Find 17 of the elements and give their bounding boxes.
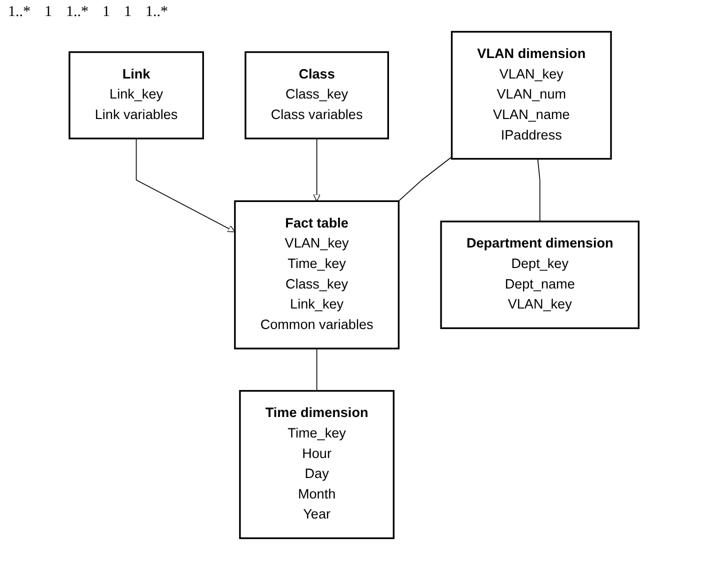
node-box: VLAN dimension VLAN_key VLAN_num VLAN_name IPaddress [451, 30, 612, 160]
node-box: Department dimension Dept_key Dept_name VLAN_key [440, 220, 640, 330]
multiplicity-label: 1..* [66, 4, 88, 21]
connector [398, 156, 453, 202]
arrow [314, 138, 321, 202]
connector [316, 348, 318, 392]
node-box: Time dimension Time_key Hour Day Month Year [240, 390, 395, 540]
multiplicity-label: 1 [102, 4, 110, 21]
node-box: Fact table VLAN_key Time_key Class_key Link_key Common variables [234, 200, 400, 350]
multiplicity-label: 1 [124, 4, 132, 21]
arrow [136, 138, 236, 232]
multiplicity-label: 1 [44, 4, 52, 21]
multiplicity-label: 1..* [8, 4, 30, 21]
connector [538, 158, 541, 222]
node-box: Link Link_key Link variables [69, 51, 204, 140]
node-box: Class Class_key Class variables [245, 51, 390, 140]
multiplicity-label: 1..* [146, 4, 168, 21]
